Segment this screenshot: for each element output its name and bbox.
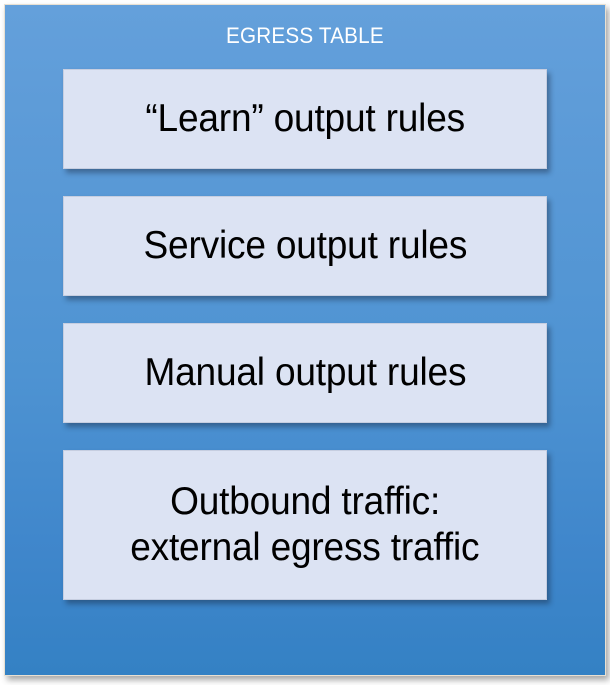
rule-box-service-output-rules[interactable]: Service output rules [63, 196, 547, 297]
rule-box-label-line-1: Outbound traffic: [169, 480, 441, 524]
rule-box-label-line-2: external egress traffic [130, 526, 480, 570]
rule-box-label: Manual output rules [144, 351, 466, 395]
rule-box-label: “Learn” output rules [145, 97, 465, 141]
rule-box-label: Service output rules [143, 224, 467, 268]
egress-table-panel: EGRESS TABLE “Learn” output rules Servic… [4, 4, 606, 676]
rule-box-outbound-traffic[interactable]: Outbound traffic: external egress traffi… [63, 450, 547, 601]
rule-box-manual-output-rules[interactable]: Manual output rules [63, 323, 547, 424]
page-title: EGRESS TABLE [226, 23, 384, 48]
rule-box-learn-output-rules[interactable]: “Learn” output rules [63, 69, 547, 170]
rule-box-stack: “Learn” output rules Service output rule… [63, 69, 547, 601]
